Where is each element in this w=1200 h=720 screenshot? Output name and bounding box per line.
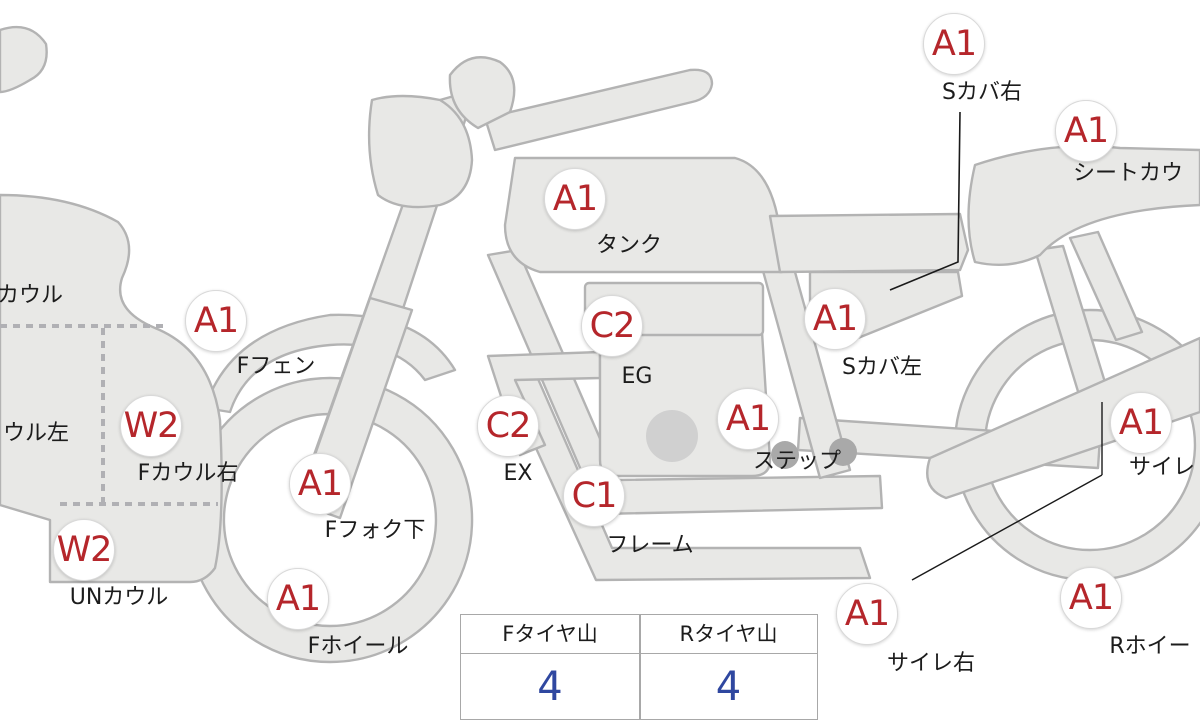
- label-s-cover-left: Sカバ左: [842, 355, 922, 380]
- grade-badge-engine: C2: [581, 295, 643, 357]
- label-f-fender: Fフェン: [236, 354, 316, 379]
- label-exhaust: EX: [503, 461, 533, 486]
- engine-cover-shape: [646, 410, 698, 462]
- label-r-wheel: Rホイー: [1109, 634, 1191, 659]
- label-silencer-left: サイレ: [1128, 455, 1196, 480]
- rear-tire-header: Rタイヤ山: [640, 615, 817, 654]
- label-s-cover-right: Sカバ右: [942, 80, 1022, 105]
- rear-shock-shape-2: [1068, 230, 1144, 342]
- label-f-cowl-left: ウル左: [2, 421, 70, 446]
- table-divider: [639, 615, 641, 719]
- grade-badge-f-wheel: A1: [267, 568, 329, 630]
- grade-badge-s-cover-right: A1: [923, 13, 985, 75]
- grade-badge-f-cowl-right: W2: [120, 395, 182, 457]
- leader-line-silencer-2: [911, 474, 1103, 581]
- grade-badge-r-wheel: A1: [1060, 567, 1122, 629]
- grade-badge-f-fender: A1: [185, 290, 247, 352]
- label-seat-cowl: シートカウ: [1072, 161, 1184, 186]
- tire-tread-table: Fタイヤ山 Rタイヤ山 4 4: [460, 614, 818, 720]
- label-silencer-right: サイレ右: [886, 651, 976, 676]
- grade-badge-seat-cowl: A1: [1055, 100, 1117, 162]
- leader-line-s-cover-right: [889, 111, 961, 291]
- label-frame: フレーム: [606, 533, 694, 558]
- front-cowl-shape: [0, 193, 223, 584]
- label-f-wheel: Fホイール: [307, 634, 409, 659]
- grade-badge-silencer-right: A1: [836, 583, 898, 645]
- label-f-fork-lower: Fフォク下: [324, 518, 426, 543]
- mirror-shape: [0, 25, 48, 94]
- grade-badge-frame: C1: [563, 465, 625, 527]
- front-tire-header: Fタイヤ山: [461, 615, 639, 654]
- grade-badge-exhaust: C2: [477, 395, 539, 457]
- label-f-cowl-right: Fカウル右: [137, 461, 239, 486]
- grade-badge-under-cowl: W2: [53, 519, 115, 581]
- label-step: ステップ: [752, 449, 842, 474]
- rear-tire-value: 4: [715, 664, 742, 710]
- handlebar-shape: [483, 68, 714, 152]
- label-engine: EG: [621, 364, 653, 389]
- seat-shape: [768, 212, 970, 274]
- label-front-cowl: カウル: [0, 283, 64, 308]
- grade-badge-tank: A1: [544, 168, 606, 230]
- front-tire-value: 4: [537, 664, 563, 710]
- grade-badge-f-fork-lower: A1: [289, 453, 351, 515]
- headlight-shape: [367, 94, 474, 209]
- label-under-cowl: UNカウル: [69, 585, 169, 610]
- steering-head-shape: [448, 56, 516, 130]
- step-peg-shape-2: [829, 438, 857, 466]
- grade-badge-s-cover-left: A1: [804, 288, 866, 350]
- grade-badge-silencer-left: A1: [1110, 392, 1172, 454]
- grade-badge-step: A1: [717, 388, 779, 450]
- step-peg-shape: [771, 441, 799, 469]
- label-tank: タンク: [595, 233, 663, 258]
